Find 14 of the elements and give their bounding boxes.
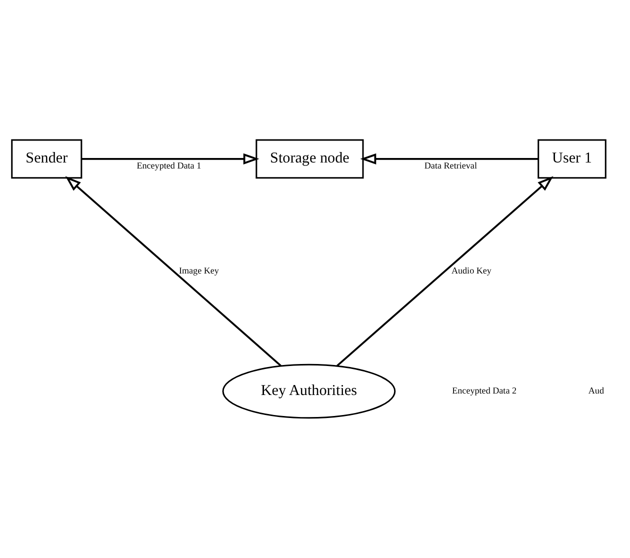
- edge-label: Audio Key: [451, 266, 492, 276]
- edge-label: Enceypted Data 1: [136, 160, 202, 170]
- arrow: [360, 153, 538, 164]
- node-box: Storage node: [256, 139, 364, 179]
- arrow: [336, 176, 554, 366]
- arrow: [65, 176, 282, 366]
- label: Enceypted Data 2: [452, 386, 517, 396]
- edge-label: Image Key: [178, 266, 219, 276]
- node-box: Sender: [11, 139, 82, 179]
- node-ellipse: Key Authorities: [222, 364, 396, 419]
- edge-label: Data Retrieval: [424, 160, 477, 170]
- arrow: [82, 153, 260, 164]
- node-box: User 1: [538, 139, 606, 179]
- label: Aud: [588, 386, 604, 396]
